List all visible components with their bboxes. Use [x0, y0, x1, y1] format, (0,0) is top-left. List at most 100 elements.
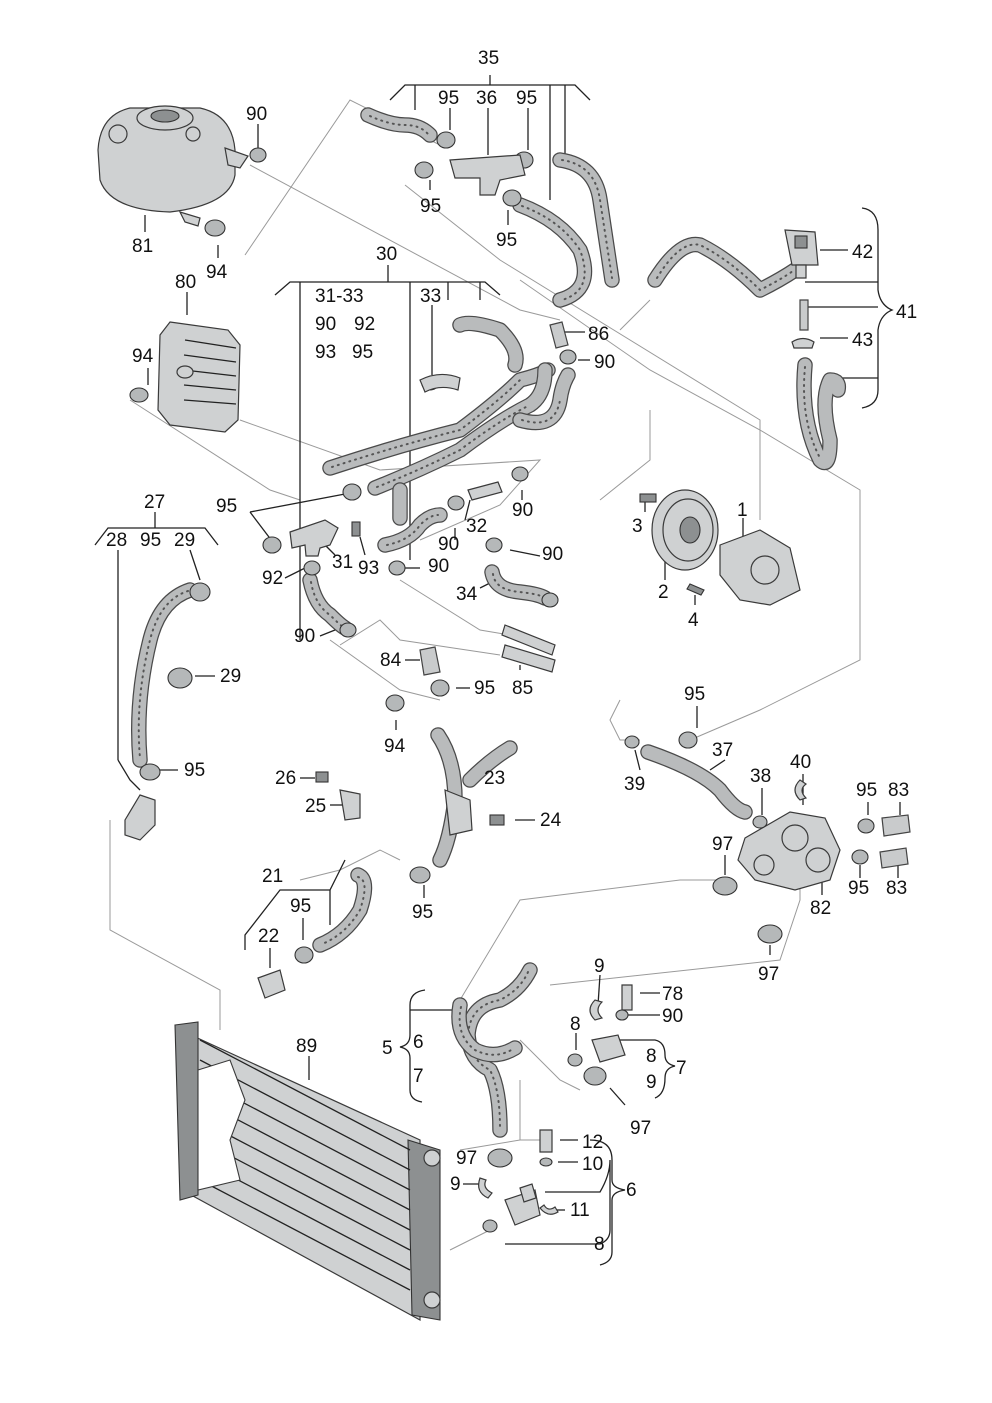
callout-95: 95 — [848, 878, 869, 899]
callout-97: 97 — [456, 1148, 477, 1169]
callout-92: 92 — [262, 568, 283, 589]
callout-24: 24 — [540, 810, 562, 831]
small-hose-pieces — [419, 299, 911, 869]
callout-11: 11 — [570, 1200, 590, 1221]
callout-37: 37 — [712, 740, 733, 761]
coolant-flange-82 — [737, 779, 841, 891]
assembly-guide-lines — [109, 99, 861, 1251]
callout-95: 95 — [516, 88, 537, 109]
callout-labels: 35 36 95 95 95 95 90 81 94 30 31-33 33 9… — [106, 48, 917, 1255]
callout-90: 90 — [594, 352, 615, 373]
callout-2: 2 — [658, 582, 669, 603]
callout-22: 22 — [258, 926, 279, 947]
callout-90: 90 — [315, 314, 336, 335]
callout-30: 30 — [376, 244, 397, 265]
expansion-tank — [97, 105, 267, 237]
callout-95: 95 — [216, 496, 237, 517]
callout-95: 95 — [496, 230, 517, 251]
callout-90: 90 — [512, 500, 533, 521]
callout-9: 9 — [594, 956, 605, 977]
callout-95: 95 — [438, 88, 459, 109]
callout-42: 42 — [852, 242, 873, 263]
callout-25: 25 — [305, 796, 326, 817]
callout-95: 95 — [684, 684, 705, 705]
callout-95: 95 — [352, 342, 373, 363]
callout-1: 1 — [737, 500, 748, 521]
callout-7: 7 — [676, 1058, 687, 1079]
callout-93: 93 — [358, 558, 379, 579]
callout-12: 12 — [582, 1132, 603, 1153]
callout-31: 31 — [332, 552, 353, 573]
water-pump-assembly — [639, 489, 801, 606]
callout-28: 28 — [106, 530, 127, 551]
callout-40: 40 — [790, 752, 811, 773]
callout-81: 81 — [132, 236, 153, 257]
callout-94: 94 — [206, 262, 228, 283]
callout-34: 34 — [456, 584, 478, 605]
callout-29: 29 — [174, 530, 195, 551]
callout-97: 97 — [758, 964, 779, 985]
callout-95: 95 — [420, 196, 441, 217]
callout-95: 95 — [412, 902, 433, 923]
radiator — [174, 1021, 441, 1322]
callout-86: 86 — [588, 324, 609, 345]
callout-95: 95 — [474, 678, 495, 699]
callout-33: 33 — [420, 286, 441, 307]
callout-26: 26 — [275, 768, 296, 789]
callout-8: 8 — [646, 1046, 657, 1067]
callout-82: 82 — [810, 898, 831, 919]
callout-90: 90 — [662, 1006, 683, 1027]
callout-5: 5 — [382, 1038, 393, 1059]
callout-95: 95 — [856, 780, 877, 801]
callout-90: 90 — [438, 534, 459, 555]
callout-9: 9 — [450, 1174, 461, 1195]
coolant-hoses — [131, 107, 847, 1138]
callout-35: 35 — [478, 48, 499, 69]
callout-92: 92 — [354, 314, 375, 335]
callout-8: 8 — [570, 1014, 581, 1035]
callout-78: 78 — [662, 984, 683, 1005]
callout-90: 90 — [246, 104, 267, 125]
callout-8: 8 — [594, 1234, 605, 1255]
callout-21: 21 — [262, 866, 283, 887]
oil-cooler — [129, 321, 241, 433]
callout-85: 85 — [512, 678, 533, 699]
callout-94: 94 — [384, 736, 406, 757]
callout-90: 90 — [428, 556, 449, 577]
callout-36: 36 — [476, 88, 497, 109]
callout-83: 83 — [888, 780, 909, 801]
callout-38: 38 — [750, 766, 771, 787]
callout-83: 83 — [886, 878, 907, 899]
callout-39: 39 — [624, 774, 645, 795]
callout-80: 80 — [175, 272, 196, 293]
pipe-85 — [501, 624, 556, 673]
callout-93: 93 — [315, 342, 336, 363]
callout-3: 3 — [632, 516, 643, 537]
callout-32: 32 — [466, 516, 487, 537]
callout-95: 95 — [184, 760, 205, 781]
callout-27: 27 — [144, 492, 165, 513]
callout-4: 4 — [688, 610, 699, 631]
callout-9: 9 — [646, 1072, 657, 1093]
callout-97: 97 — [712, 834, 733, 855]
callout-89: 89 — [296, 1036, 317, 1057]
callout-97: 97 — [630, 1118, 651, 1139]
leader-lines — [94, 75, 901, 1266]
callout-31-33: 31-33 — [315, 286, 364, 307]
clamps-and-fittings — [124, 131, 875, 1233]
callout-23: 23 — [484, 768, 505, 789]
metal-pipe-23 — [315, 727, 518, 868]
callout-95: 95 — [290, 896, 311, 917]
callout-29: 29 — [220, 666, 241, 687]
callout-6: 6 — [626, 1180, 637, 1201]
callout-41: 41 — [896, 302, 917, 323]
callout-6: 6 — [413, 1032, 424, 1053]
callout-90: 90 — [294, 626, 315, 647]
callout-95: 95 — [140, 530, 161, 551]
callout-94: 94 — [132, 346, 154, 367]
valve-42 — [784, 229, 819, 349]
callout-7: 7 — [413, 1066, 424, 1087]
callout-10: 10 — [582, 1154, 603, 1175]
callout-43: 43 — [852, 330, 873, 351]
